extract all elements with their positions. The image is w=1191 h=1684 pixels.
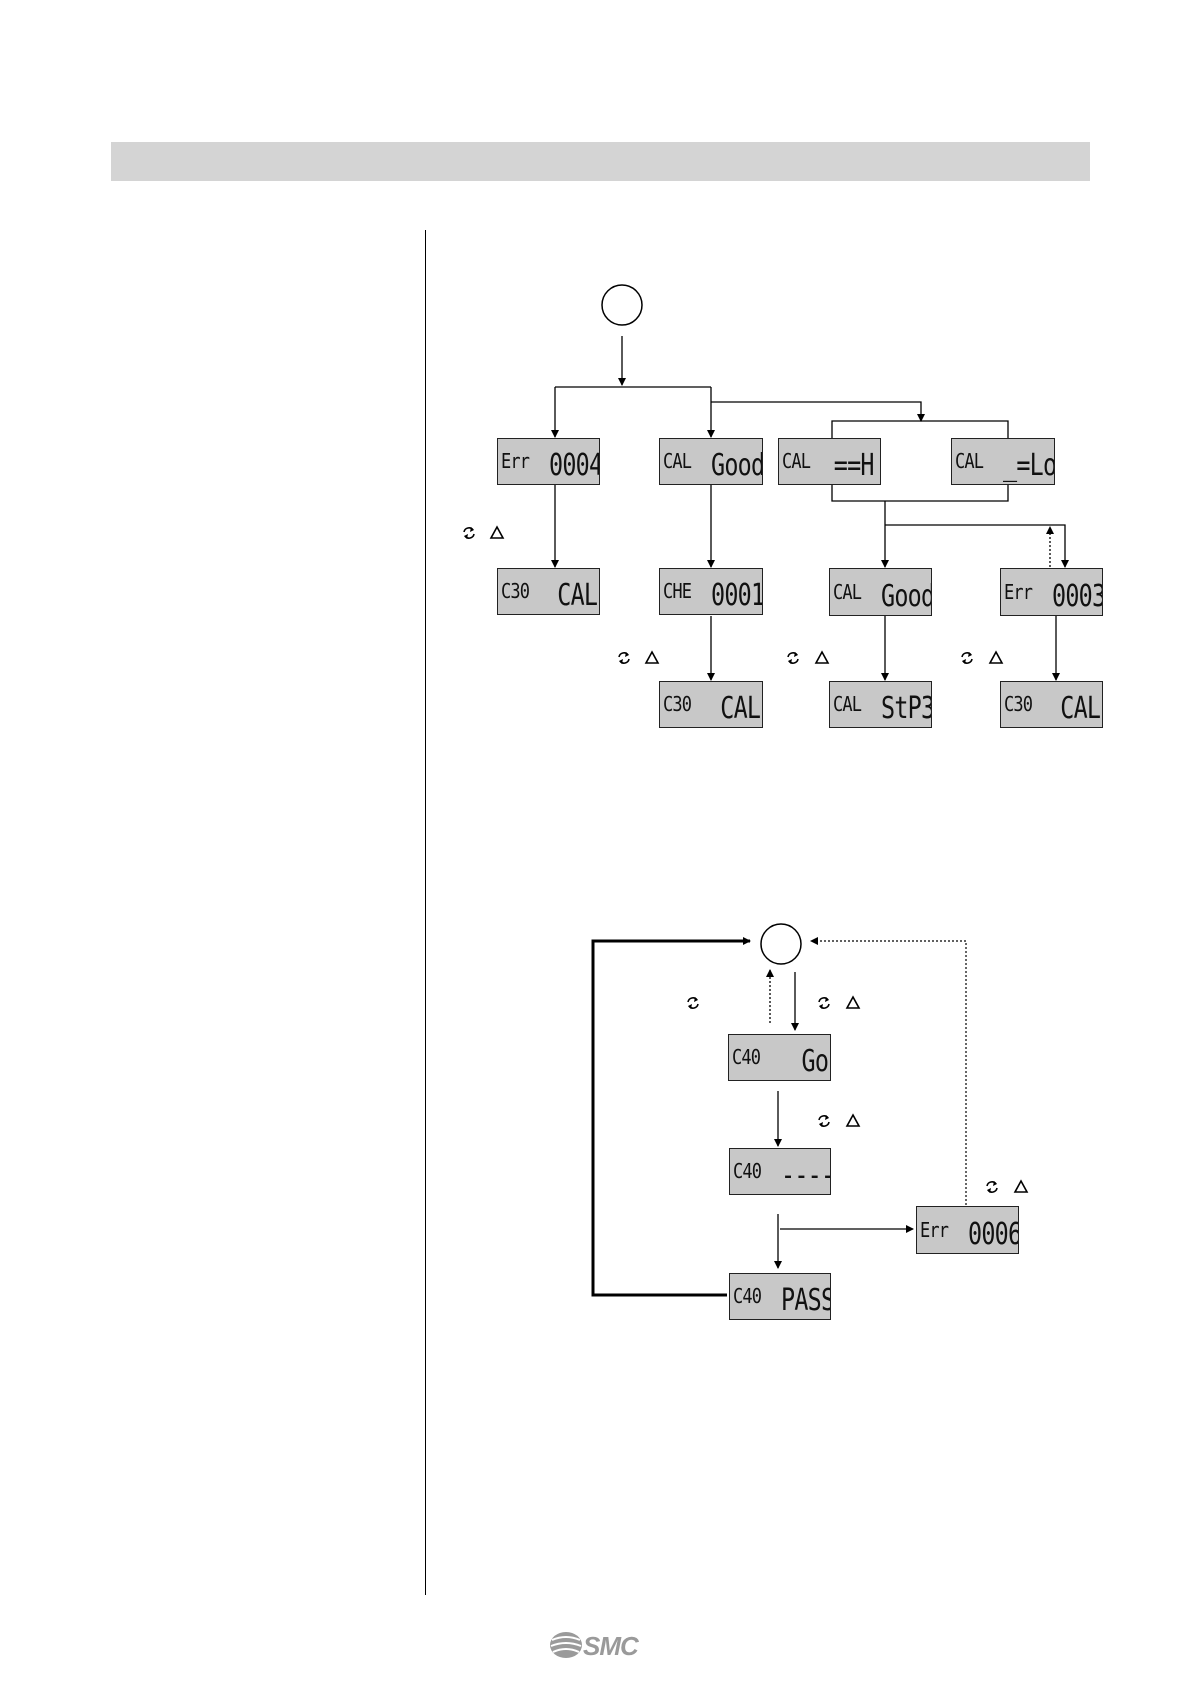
up-triangle-icon — [1015, 1181, 1027, 1192]
pass-return-loop — [593, 941, 750, 1295]
bracket-bottom — [832, 485, 1008, 501]
up-triangle-icon — [491, 527, 503, 538]
branch-to-err0003 — [885, 525, 1065, 567]
start-circle-2 — [761, 924, 801, 964]
cycle-icon — [688, 997, 698, 1009]
cycle-icon — [464, 527, 474, 539]
start-circle — [602, 285, 642, 325]
cycle-icon — [962, 652, 972, 664]
cycle-icon — [788, 652, 798, 664]
cycle-icon — [987, 1181, 997, 1193]
branch-to-hi-lo — [711, 402, 921, 421]
up-triangle-icon — [847, 1115, 859, 1126]
up-triangle-icon — [847, 997, 859, 1008]
cycle-icon — [819, 997, 829, 1009]
up-triangle-icon — [816, 652, 828, 663]
dotted-err0006-return — [811, 941, 966, 1205]
up-triangle-icon — [990, 652, 1002, 663]
cycle-icon — [619, 652, 629, 664]
bracket-top — [832, 421, 1008, 438]
smc-logo-text: SMC — [583, 1631, 638, 1662]
cycle-icon — [819, 1115, 829, 1127]
up-triangle-icon — [646, 652, 658, 663]
